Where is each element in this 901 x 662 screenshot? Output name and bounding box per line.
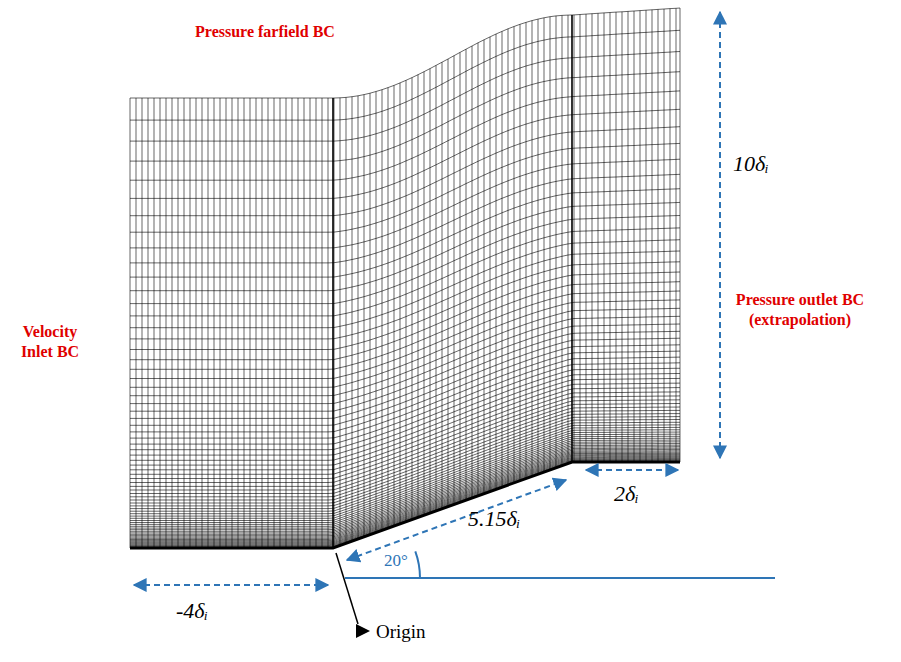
dimension-line — [586, 469, 678, 471]
dimension-line — [347, 480, 566, 560]
dimension-line — [719, 12, 721, 458]
dimension-label: -4δᵢ — [176, 597, 208, 625]
wall-line — [130, 462, 680, 548]
boundary-label: Pressure farfield BC — [155, 22, 375, 42]
dimension-label: 10δᵢ — [733, 150, 769, 178]
pointer-head — [356, 624, 370, 638]
reference-line — [345, 577, 775, 579]
block-interface — [333, 15, 572, 548]
origin-label: Origin — [376, 620, 426, 644]
angle-label: 20° — [384, 550, 408, 571]
dimension-line — [134, 584, 328, 586]
boundary-label: Pressure outlet BC (extrapolation) — [713, 290, 888, 330]
leader-line — [336, 553, 358, 624]
mesh-grid — [130, 8, 680, 548]
dimension-label: 5.15δᵢ — [468, 505, 520, 533]
mesh-lines — [130, 8, 680, 548]
dimension-label: 2δᵢ — [614, 480, 639, 508]
boundary-label: Velocity Inlet BC — [5, 322, 95, 362]
angle-arc — [415, 551, 420, 578]
mesh-lines — [130, 8, 680, 548]
